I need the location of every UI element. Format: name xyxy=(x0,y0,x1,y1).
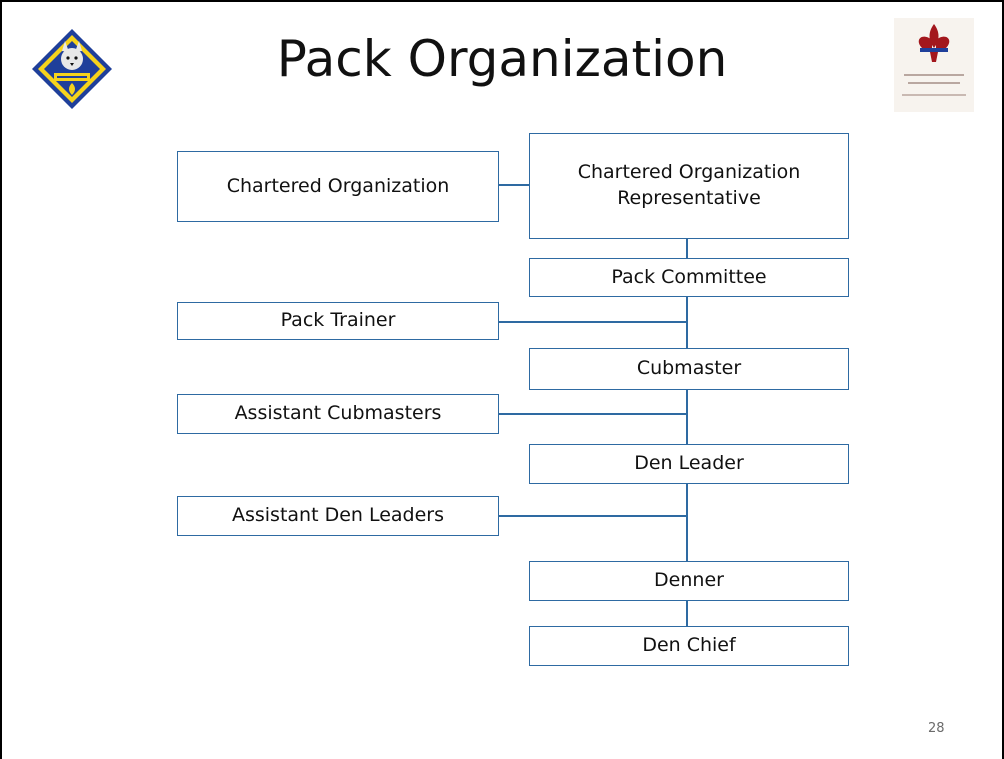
connector-charter-to-representative xyxy=(498,184,530,186)
denner-box: Denner xyxy=(529,561,849,601)
connector-denner-to-den-chief xyxy=(686,600,688,626)
pack-trainer-box: Pack Trainer xyxy=(177,302,499,340)
assistant-cubmasters-box: Assistant Cubmasters xyxy=(177,394,499,434)
cubmaster-box: Cubmaster xyxy=(529,348,849,390)
connector-pack-trainer xyxy=(498,321,686,323)
connector-representative-to-committee xyxy=(686,238,688,258)
chartered-organization-box: Chartered Organization xyxy=(177,151,499,222)
connector-cubmaster-to-den-leader xyxy=(686,389,688,444)
cub-scouts-logo-icon xyxy=(30,27,114,111)
page-number: 28 xyxy=(928,721,945,736)
pack-committee-box: Pack Committee xyxy=(529,258,849,297)
connector-assistant-den-leaders xyxy=(498,515,686,517)
connector-committee-to-cubmaster xyxy=(686,296,688,348)
assistant-den-leaders-box: Assistant Den Leaders xyxy=(177,496,499,536)
den-chief-box: Den Chief xyxy=(529,626,849,666)
den-leader-box: Den Leader xyxy=(529,444,849,484)
slide-title: Pack Organization xyxy=(276,30,728,88)
connector-assistant-cubmasters xyxy=(498,413,686,415)
bsa-logo-icon xyxy=(894,18,974,112)
chartered-organization-representative-box: Chartered Organization Representative xyxy=(529,133,849,239)
connector-den-leader-to-denner xyxy=(686,483,688,561)
